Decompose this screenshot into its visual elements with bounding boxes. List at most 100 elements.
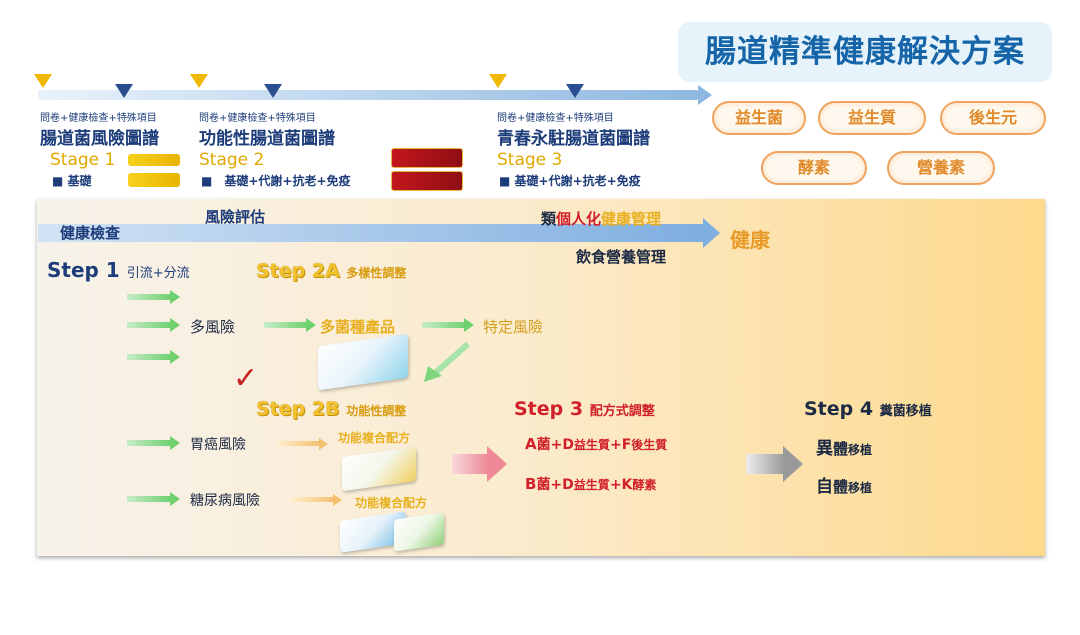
green-arrow-3	[127, 354, 171, 360]
green-arrow-6-head	[170, 436, 180, 450]
gray-arrow-head	[783, 446, 803, 482]
orange-arrow-2	[290, 497, 334, 502]
timeline-bar	[38, 90, 698, 100]
orange-arrow-2-head	[333, 494, 342, 506]
green-arrow-3-head	[170, 350, 180, 364]
step-1-title: Step 1	[47, 258, 120, 282]
health-label: 健康	[730, 228, 770, 252]
formula-b-m1: 益生質	[573, 478, 610, 492]
formula-a-m1: 益生質	[573, 438, 610, 452]
step-3-title: Step 3	[514, 398, 584, 420]
formula-b-l1: B	[525, 475, 537, 493]
stage-3-label: Stage 3	[497, 150, 563, 170]
stage-2-product-pack-2	[391, 171, 463, 191]
stage-3-map-title: 青春永駐腸道菌圖譜	[497, 129, 650, 149]
personal-prefix: 類	[541, 210, 557, 228]
stage-1-sub: ■ 基礎	[52, 174, 92, 188]
step-4-desc: 糞菌移植	[879, 404, 932, 419]
step-4-title: Step 4	[804, 398, 874, 420]
func-formula-2-label: 功能複合配方	[355, 496, 428, 510]
green-arrow-4	[264, 322, 308, 328]
stage-2-map-title: 功能性腸道菌圖譜	[199, 129, 335, 149]
formula-b-m2: 酵素	[632, 478, 657, 492]
cloud-probiotics: 益生菌	[712, 101, 806, 135]
step-3-desc: 配方式調整	[589, 404, 655, 419]
check-mark-icon: ✓	[233, 361, 259, 396]
green-arrow-4-head	[306, 318, 316, 332]
green-arrow-5	[422, 322, 466, 328]
cloud-nutrients: 營養素	[887, 151, 995, 185]
timeline-marker-blue-2	[264, 84, 282, 98]
green-arrow-7-head	[170, 492, 180, 506]
cloud-postbiotics: 後生元	[940, 101, 1046, 135]
stage-2-sub: ■ 基礎+代謝+抗老+免疫	[201, 174, 351, 188]
personal-health-label: 類個人化健康管理	[541, 208, 661, 229]
green-arrow-1	[127, 294, 171, 300]
stage-1-note: 問卷+健康檢查+特殊項目	[40, 113, 157, 124]
diagonal-arrow	[424, 341, 470, 382]
red-arrow	[452, 454, 488, 474]
green-arrow-2	[127, 322, 171, 328]
step-2a-desc: 多樣性調整	[346, 266, 407, 280]
transplant-allo-big: 異	[816, 439, 833, 459]
stage-1-label: Stage 1	[50, 150, 116, 170]
stage-2-note: 問卷+健康檢查+特殊項目	[199, 113, 316, 124]
transplant-auto-small: 移植	[848, 481, 873, 495]
func-formula-1-label: 功能複合配方	[338, 431, 411, 445]
page-title: 腸道精準健康解決方案	[678, 22, 1052, 82]
stage-3-sub: ■ 基礎+代謝+抗老+免疫	[499, 174, 641, 188]
multi-product-label: 多菌種產品	[320, 318, 396, 336]
personal-suffix: 健康管理	[601, 210, 662, 228]
stage-1-product-pack-2	[128, 173, 180, 187]
health-flow-arrow-head	[703, 218, 720, 248]
diagonal-arrow-head	[424, 366, 442, 382]
formula-a-l1: A	[525, 435, 537, 453]
diet-label: 飲食營養管理	[576, 248, 667, 266]
green-arrow-1-head	[170, 290, 180, 304]
transplant-auto-mid: 體	[833, 478, 849, 496]
step-4: Step 4 糞菌移植	[804, 398, 932, 420]
step-2b-title: Step 2B	[256, 398, 340, 420]
timeline-marker-blue-3	[566, 84, 584, 98]
formula-a-s1: 菌+D	[536, 437, 574, 453]
risk-eval-label: 風險評估	[205, 208, 266, 226]
formula-b-s2: +K	[609, 477, 633, 493]
cloud-enzymes: 酵素	[761, 151, 867, 185]
green-arrow-6	[127, 440, 171, 446]
timeline-marker-yellow-1	[34, 74, 52, 88]
red-arrow-head	[487, 446, 507, 482]
green-arrow-2-head	[170, 318, 180, 332]
transplant-allo: 異體移植	[816, 434, 872, 459]
formula-a-m2: 後生質	[631, 438, 668, 452]
stage-1-product-pack-1	[128, 154, 180, 166]
orange-arrow-1	[276, 441, 320, 446]
stomach-risk-label: 胃癌風險	[190, 437, 246, 453]
health-check-label: 健康檢查	[60, 224, 121, 242]
orange-arrow-1-head	[319, 438, 328, 450]
flow-panel	[37, 199, 1045, 556]
multi-risk-label: 多風險	[190, 318, 236, 336]
formula-a-s2: +F	[609, 437, 632, 453]
specific-risk-label: 特定風險	[483, 318, 544, 336]
timeline-arrow-head	[698, 85, 712, 105]
stage-2-label: Stage 2	[199, 150, 265, 170]
formula-b: B菌+D益生質+K酵素	[525, 474, 656, 494]
step-1: Step 1 引流+分流	[47, 258, 190, 282]
transplant-allo-small: 移植	[848, 443, 873, 457]
stage-2-product-pack-1	[391, 148, 463, 168]
timeline-marker-yellow-2	[190, 74, 208, 88]
personal-red: 個人化	[556, 210, 602, 228]
diagonal-arrow-line	[432, 341, 470, 377]
step-1-desc: 引流+分流	[126, 266, 190, 281]
step-3: Step 3 配方式調整	[514, 398, 655, 420]
stage-1-map-title: 腸道菌風險圖譜	[40, 129, 159, 149]
formula-b-s1: 菌+D	[536, 477, 574, 493]
diabetes-risk-label: 糖尿病風險	[190, 493, 260, 509]
formula-a: A菌+D益生質+F後生質	[525, 434, 667, 454]
green-arrow-7	[127, 496, 171, 502]
step-2b-desc: 功能性調整	[346, 404, 407, 418]
transplant-allo-mid: 體	[833, 440, 849, 458]
transplant-auto: 自體移植	[816, 472, 872, 497]
cloud-prebiotics: 益生質	[818, 101, 926, 135]
green-arrow-5-head	[464, 318, 474, 332]
